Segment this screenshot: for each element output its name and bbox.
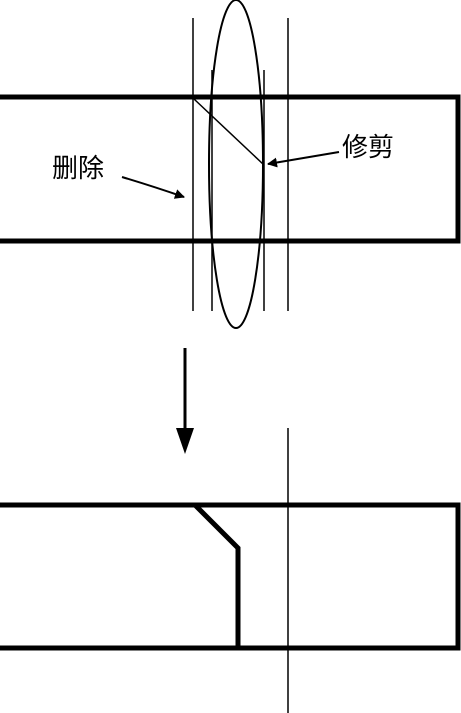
bottom-wall-rect [0, 502, 461, 651]
delete-label: 删除 [52, 154, 105, 184]
top-wall-rect [0, 94, 461, 244]
after-figure [0, 428, 461, 713]
trim-arrow [267, 151, 340, 168]
trim-label: 修剪 [342, 133, 395, 163]
diagonal-line [193, 98, 265, 166]
selection-ellipse [208, 0, 264, 329]
trimmed-edge [193, 503, 241, 648]
before-figure [0, 0, 461, 329]
down-arrow [176, 348, 194, 454]
delete-arrow [121, 176, 185, 199]
